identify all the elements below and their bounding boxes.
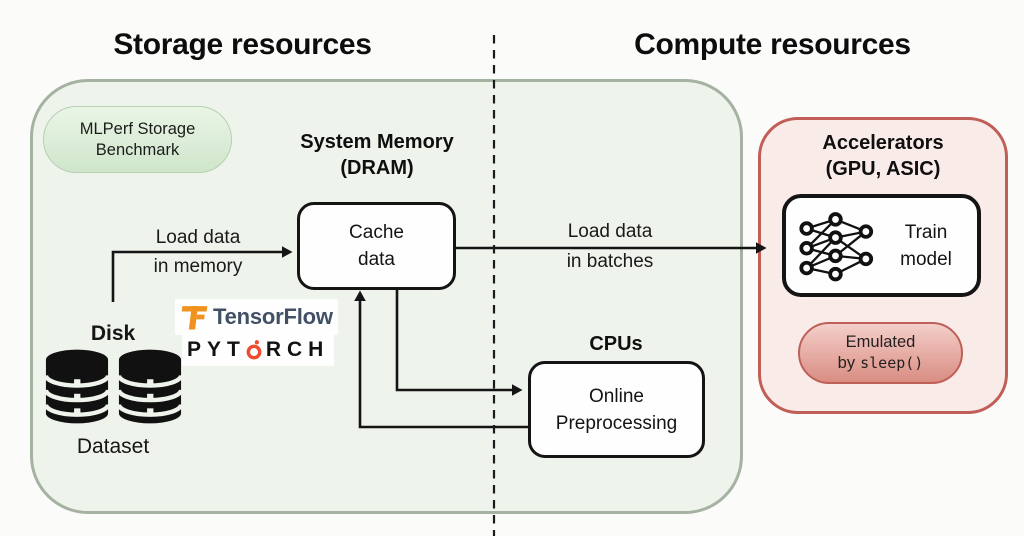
train-model-line1: Train <box>904 221 948 243</box>
accelerators-line1: Accelerators <box>822 132 944 154</box>
pytorch-flame-icon <box>246 339 262 359</box>
online-preprocessing-box: Online Preprocessing <box>528 361 705 458</box>
load-data-in-batches-label-line2: in batches <box>566 251 654 272</box>
database-icon <box>117 349 183 424</box>
storage-section-title: Storage resources <box>113 28 372 61</box>
badge-line2: Benchmark <box>95 140 180 159</box>
database-icon <box>44 349 110 424</box>
emulated-by-sleep-badge: Emulated by sleep() <box>798 322 963 384</box>
emulated-by-text: by <box>837 354 856 372</box>
cache-box-line2: data <box>358 249 395 270</box>
sleep-code-text: sleep() <box>860 354 924 372</box>
preprocessing-line2: Preprocessing <box>555 412 678 434</box>
accelerators-line2: (GPU, ASIC) <box>825 158 941 180</box>
emulated-line2: by sleep() <box>838 353 924 374</box>
tensorflow-icon <box>181 306 208 330</box>
train-model-box: Train model <box>782 194 981 297</box>
emulated-line1: Emulated <box>845 333 916 351</box>
mlperf-storage-benchmark-badge: MLPerf Storage Benchmark <box>43 106 232 173</box>
accelerators-heading: Accelerators (GPU, ASIC) <box>783 130 983 182</box>
preprocessing-line1: Online <box>589 385 644 407</box>
system-memory-line1: System Memory <box>300 131 454 153</box>
cache-box-line1: Cache <box>349 222 404 243</box>
neural-network-icon <box>799 211 874 281</box>
dataset-label: Dataset <box>76 435 150 458</box>
cpus-heading: CPUs <box>589 333 643 355</box>
cache-data-box: Cache data <box>297 202 456 290</box>
compute-section-title: Compute resources <box>634 28 911 61</box>
badge-line1: MLPerf Storage <box>79 119 196 138</box>
system-memory-line2: (DRAM) <box>340 157 414 179</box>
load-data-in-memory-label-line2: in memory <box>153 256 243 277</box>
pytorch-wordmark-left: PYT <box>187 337 246 361</box>
tensorflow-wordmark: TensorFlow <box>213 304 333 329</box>
train-model-text: Train model <box>875 219 977 273</box>
disk-label: Disk <box>90 322 136 345</box>
pytorch-wordmark-right: RCH <box>265 337 330 361</box>
system-memory-heading: System Memory (DRAM) <box>277 129 477 181</box>
tensorflow-logo: TensorFlow <box>175 299 338 335</box>
load-data-in-memory-label-line1: Load data <box>155 227 241 248</box>
pytorch-logo: PYT RCH <box>182 333 335 366</box>
train-model-line2: model <box>900 248 952 270</box>
load-data-in-batches-label-line1: Load data <box>567 221 653 242</box>
